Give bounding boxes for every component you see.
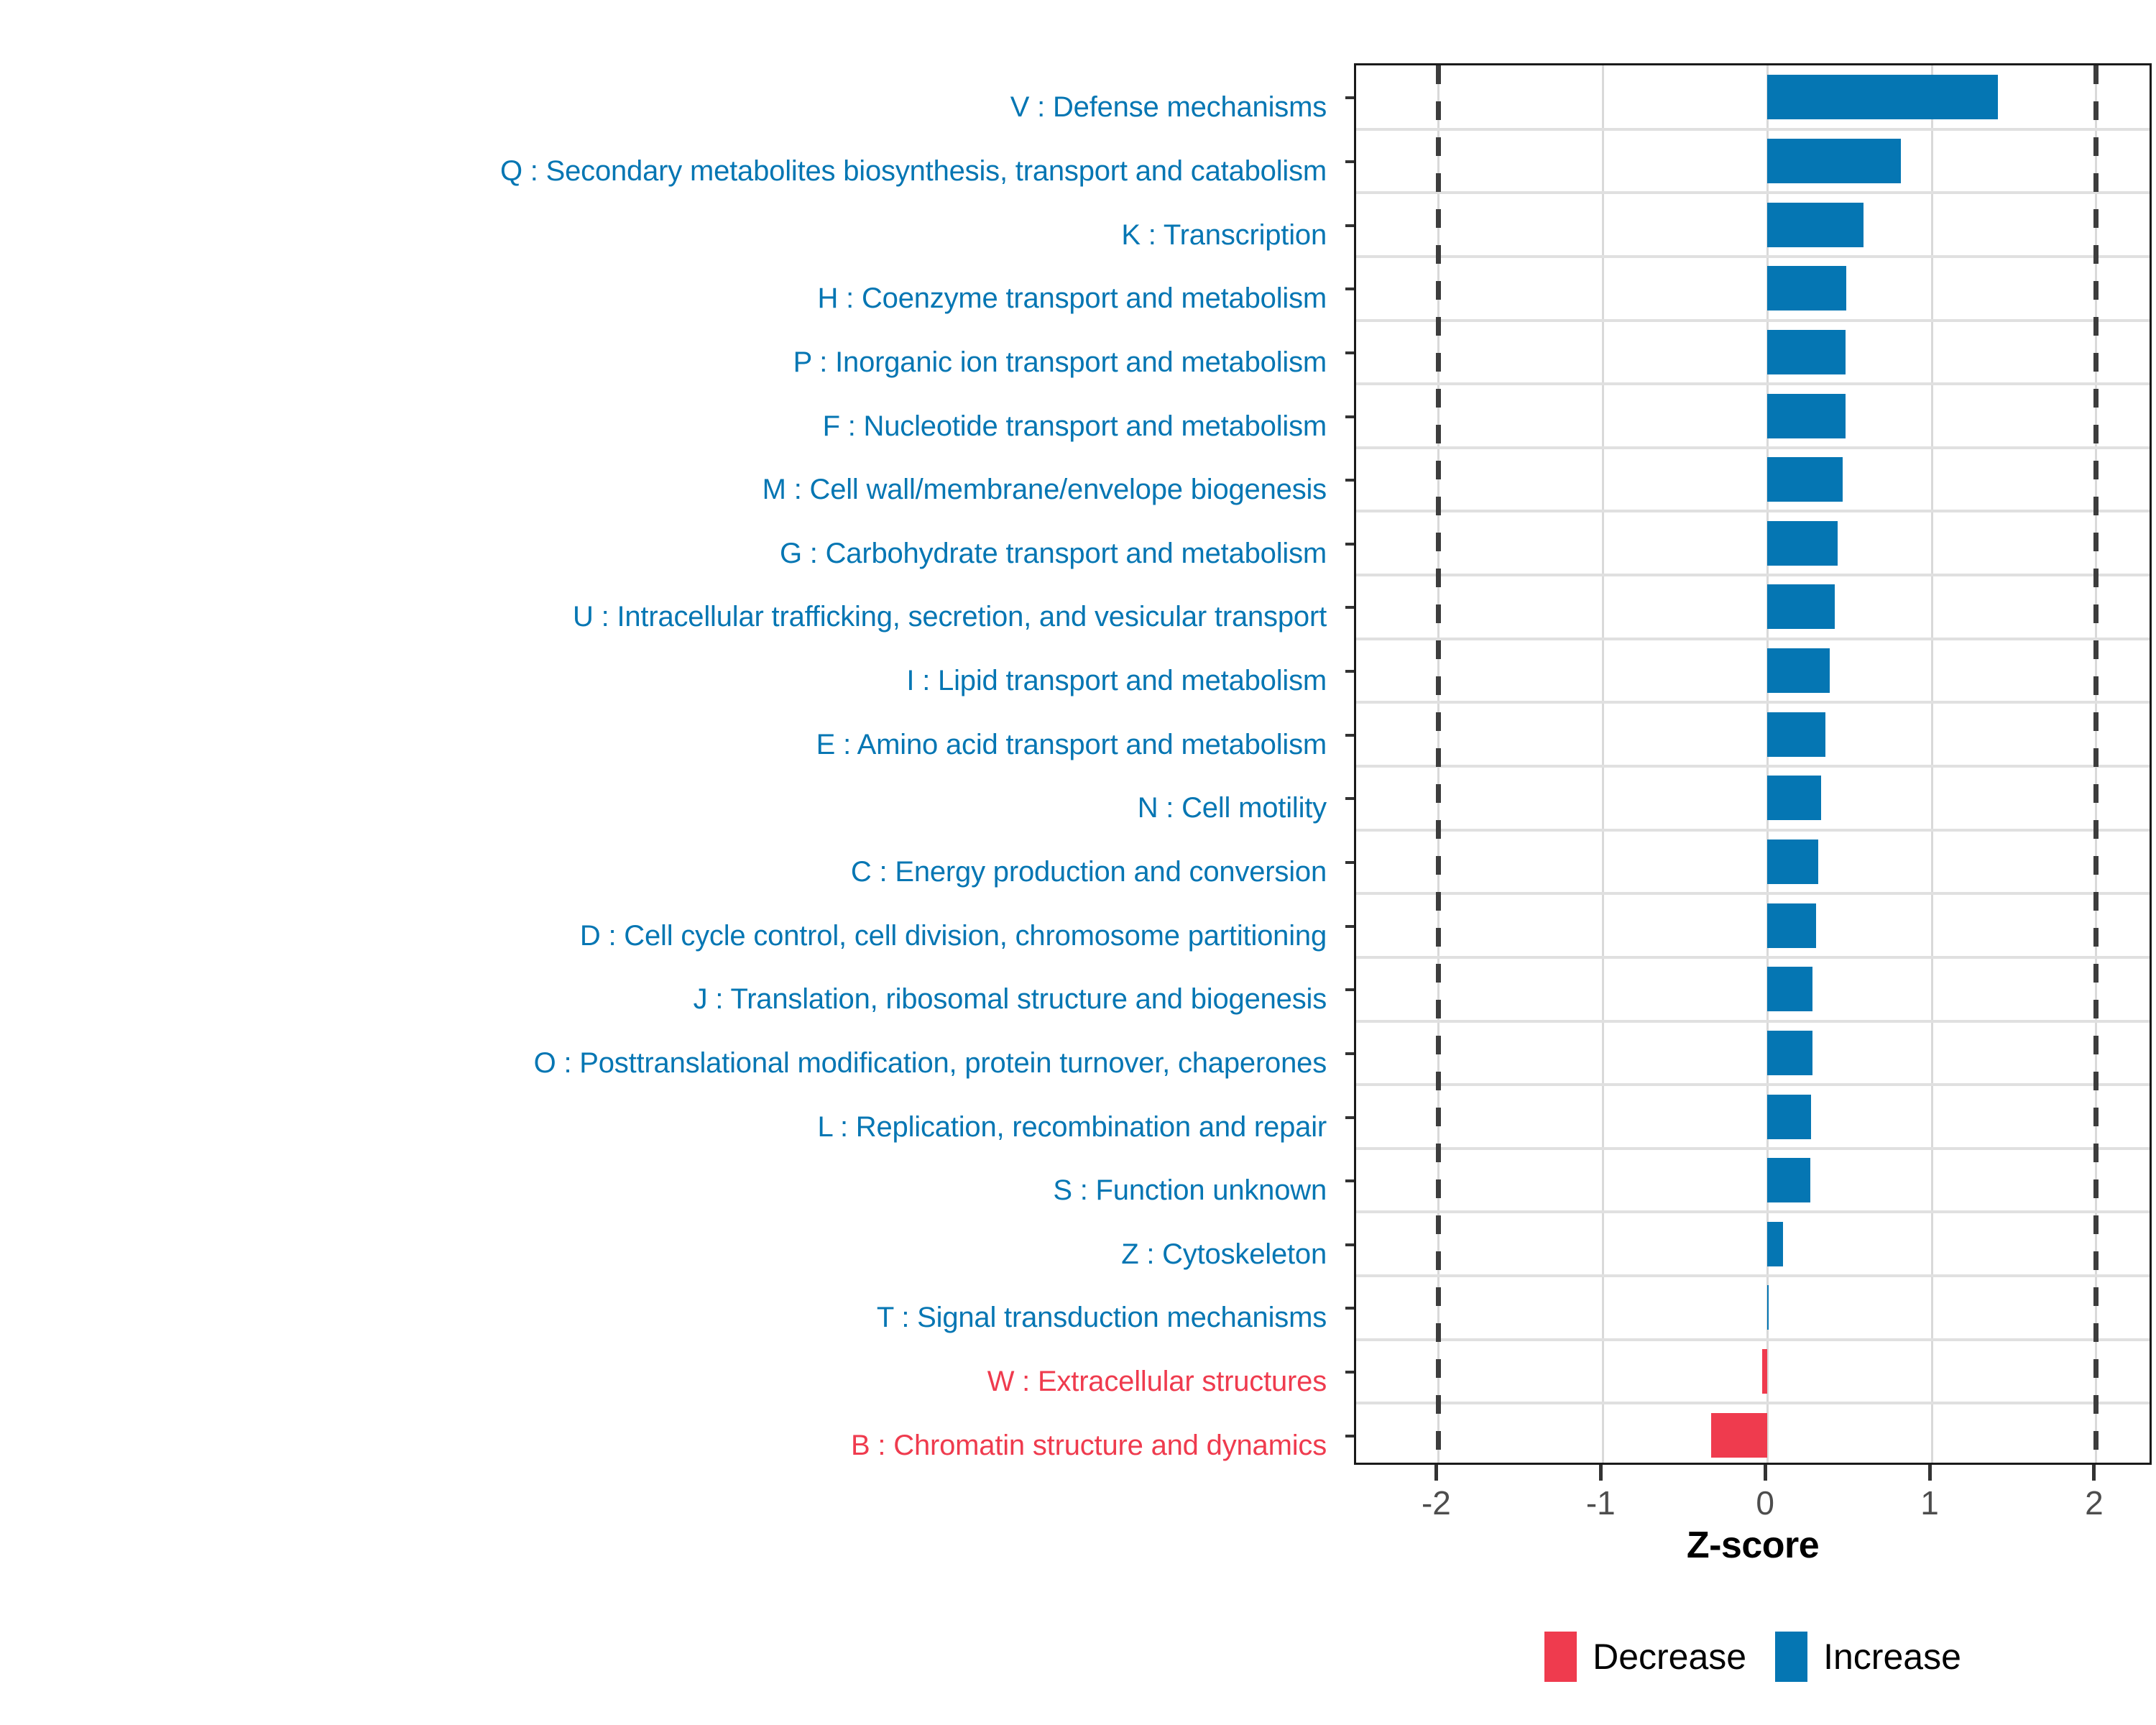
x-tick-label: 0 bbox=[1756, 1484, 1774, 1522]
y-tick bbox=[1345, 1052, 1354, 1055]
legend-swatch bbox=[1775, 1632, 1808, 1682]
x-axis-title: Z-score bbox=[1686, 1524, 1820, 1566]
y-tick bbox=[1345, 797, 1354, 801]
legend-item[interactable]: Increase bbox=[1775, 1632, 1961, 1682]
x-axis: -2 -1 0 1 2 bbox=[1354, 1465, 2152, 1551]
y-gridline bbox=[1356, 1083, 2150, 1087]
x-tick bbox=[1927, 1465, 1932, 1481]
x-tick-label: -1 bbox=[1585, 1484, 1616, 1522]
x-tick bbox=[2092, 1465, 2096, 1481]
y-tick bbox=[1345, 288, 1354, 291]
y-gridline bbox=[1356, 318, 2150, 322]
y-gridline bbox=[1356, 382, 2150, 386]
y-tick bbox=[1345, 96, 1354, 100]
bar bbox=[1767, 202, 1864, 247]
y-gridline bbox=[1356, 701, 2150, 704]
bar bbox=[1767, 138, 1901, 183]
y-gridline bbox=[1356, 510, 2150, 513]
y-tick bbox=[1345, 733, 1354, 737]
legend-label: Decrease bbox=[1593, 1637, 1747, 1677]
y-gridline bbox=[1356, 446, 2150, 449]
bar bbox=[1767, 520, 1838, 566]
y-tick bbox=[1345, 542, 1354, 546]
y-gridline bbox=[1356, 1274, 2150, 1278]
y-gridline bbox=[1356, 191, 2150, 195]
legend-item[interactable]: Decrease bbox=[1544, 1632, 1746, 1682]
bar bbox=[1767, 393, 1846, 438]
bar bbox=[1767, 1030, 1812, 1075]
y-tick bbox=[1345, 415, 1354, 418]
bar bbox=[1767, 584, 1835, 630]
bar bbox=[1767, 776, 1821, 821]
y-tick bbox=[1345, 224, 1354, 227]
y-tick bbox=[1345, 1371, 1354, 1374]
plot-panel bbox=[1354, 63, 2152, 1465]
bar bbox=[1767, 75, 1998, 120]
y-tick bbox=[1345, 160, 1354, 163]
x-gridline bbox=[1766, 65, 1769, 1463]
y-gridline bbox=[1356, 892, 2150, 896]
y-gridline bbox=[1356, 127, 2150, 131]
y-tick bbox=[1345, 1179, 1354, 1183]
bar bbox=[1767, 1094, 1811, 1139]
bar bbox=[1767, 648, 1830, 694]
x-tick-label: -2 bbox=[1421, 1484, 1451, 1522]
x-tick bbox=[1598, 1465, 1603, 1481]
x-tick-label: 1 bbox=[1920, 1484, 1939, 1522]
threshold-line bbox=[2093, 65, 2099, 1463]
bar bbox=[1767, 1285, 1769, 1330]
bar bbox=[1767, 329, 1846, 374]
bar bbox=[1767, 839, 1819, 884]
bar bbox=[1711, 1412, 1768, 1458]
y-gridline bbox=[1356, 1019, 2150, 1023]
y-tick bbox=[1345, 1243, 1354, 1246]
bar bbox=[1767, 967, 1812, 1012]
y-tick bbox=[1345, 1307, 1354, 1310]
y-gridline bbox=[1356, 955, 2150, 959]
bar bbox=[1767, 903, 1817, 948]
y-gridline bbox=[1356, 828, 2150, 832]
x-gridline bbox=[1601, 65, 1604, 1463]
y-gridline bbox=[1356, 637, 2150, 640]
y-tick bbox=[1345, 988, 1354, 992]
y-gridline bbox=[1356, 574, 2150, 577]
threshold-line bbox=[1435, 65, 1441, 1463]
bar bbox=[1767, 712, 1826, 757]
bar bbox=[1762, 1349, 1768, 1394]
x-tick-label: 2 bbox=[2085, 1484, 2104, 1522]
y-tick bbox=[1345, 1116, 1354, 1119]
bar bbox=[1767, 266, 1846, 311]
bar bbox=[1767, 1221, 1783, 1266]
y-gridline bbox=[1356, 254, 2150, 258]
y-gridline bbox=[1356, 1338, 2150, 1341]
x-tick bbox=[1434, 1465, 1438, 1481]
legend-swatch bbox=[1544, 1632, 1577, 1682]
legend: Decrease Increase bbox=[1354, 1632, 2152, 1682]
y-gridline bbox=[1356, 1210, 2150, 1214]
y-gridline bbox=[1356, 1146, 2150, 1150]
y-tick bbox=[1345, 351, 1354, 354]
y-tick bbox=[1345, 479, 1354, 482]
y-tick bbox=[1345, 1434, 1354, 1438]
y-tick bbox=[1345, 606, 1354, 610]
bar bbox=[1767, 1158, 1810, 1203]
x-gridline bbox=[1930, 65, 1933, 1463]
y-tick bbox=[1345, 670, 1354, 673]
y-gridline bbox=[1356, 765, 2150, 768]
bar bbox=[1767, 457, 1843, 502]
x-tick bbox=[1763, 1465, 1767, 1481]
y-gridline bbox=[1356, 1402, 2150, 1405]
legend-label: Increase bbox=[1823, 1637, 1961, 1677]
y-tick bbox=[1345, 924, 1354, 928]
y-tick bbox=[1345, 860, 1354, 864]
